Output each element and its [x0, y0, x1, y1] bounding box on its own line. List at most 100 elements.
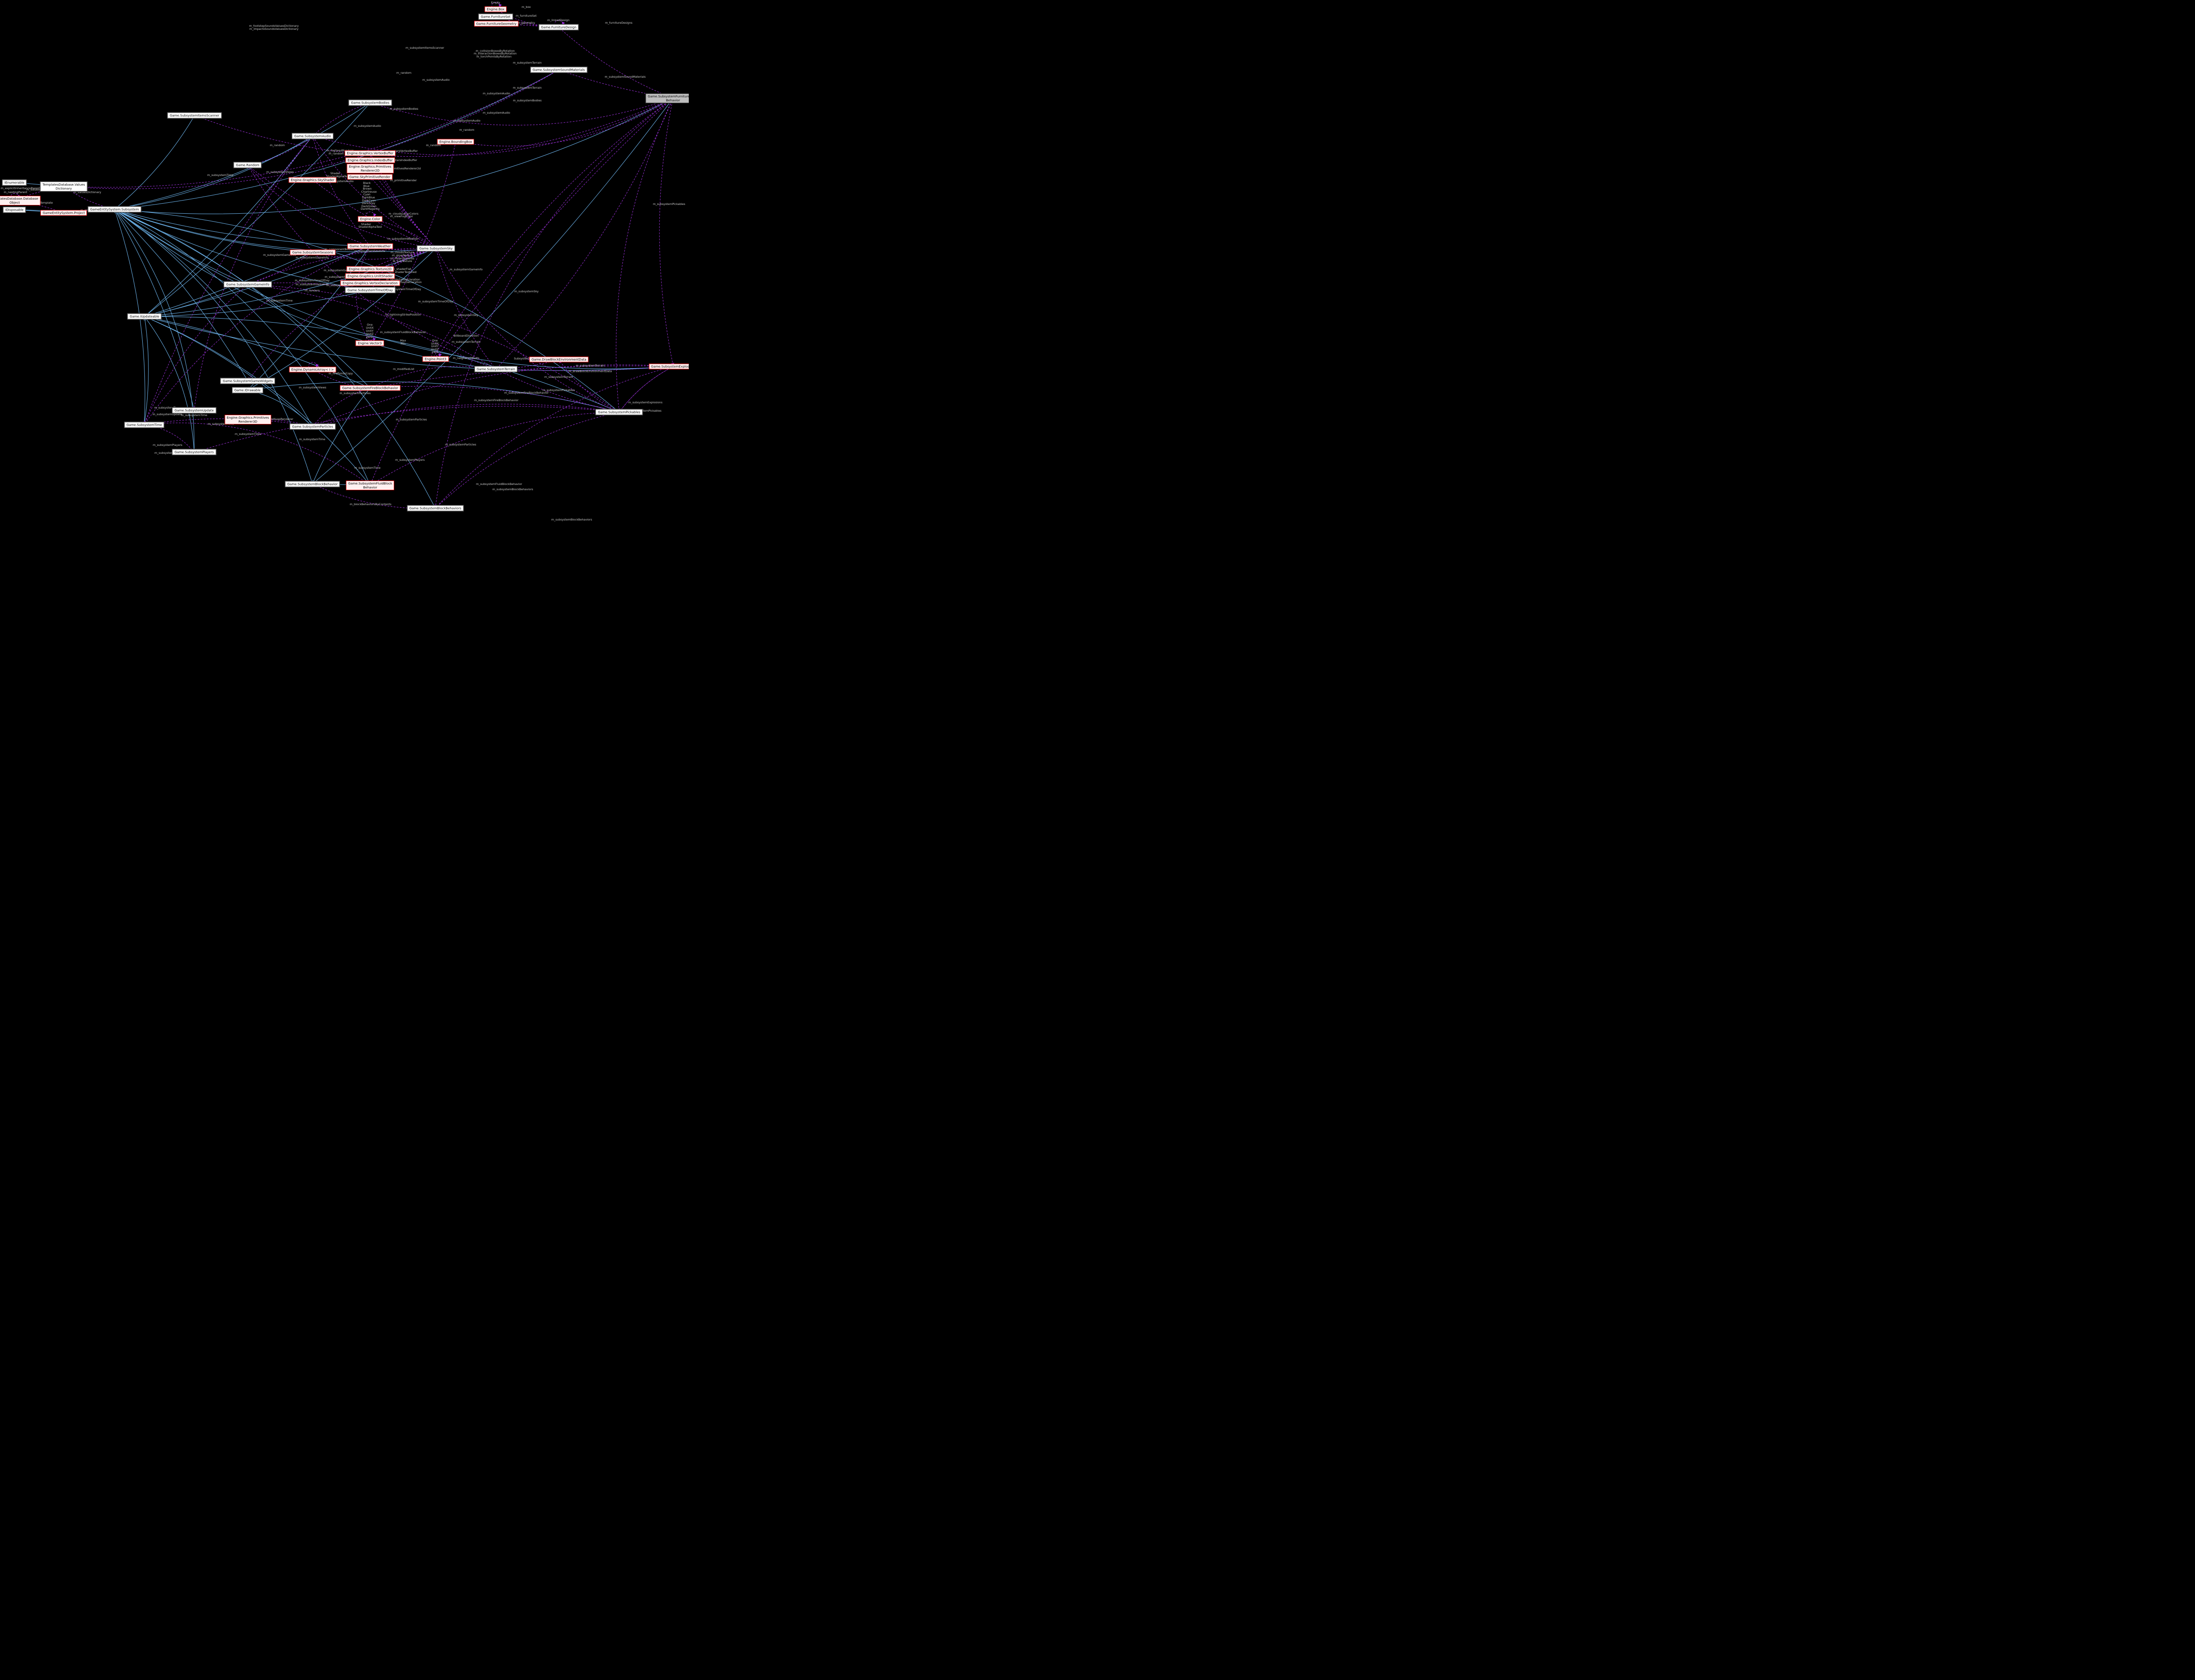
node-ienum[interactable]: IEnumerable — [2, 179, 27, 186]
node-color[interactable]: Engine.Color — [358, 216, 383, 222]
edge-audio-to-subsystem — [114, 136, 313, 211]
node-vec3[interactable]: Engine.Vector3 — [356, 340, 384, 346]
edge-label: m_subsystemPlayers — [395, 458, 425, 462]
node-blockbehs[interactable]: Game.SubsystemBlockBehaviors — [407, 505, 464, 512]
edge-sky-to-iupd — [144, 248, 436, 318]
edge-label: m_primitivesRenderer2d — [386, 167, 421, 171]
edge-label: m_glowTexture — [392, 253, 413, 257]
edge-label: m_subsystemBlockBehaviors — [551, 517, 592, 521]
node-time[interactable]: Game.SubsystemTime — [124, 421, 165, 428]
node-vbuf[interactable]: Engine.Graphics.VertexBuffer — [345, 150, 396, 156]
node-bodies[interactable]: Game.SubsystemBodies — [348, 99, 392, 106]
node-dynarr[interactable]: Engine.DynamicArray< I > — [289, 366, 336, 373]
edge-label: m_subsystemTime — [234, 432, 261, 436]
edge-weather-to-random — [247, 165, 371, 247]
node-skyprim[interactable]: Game.SkyPrimitiveRender — [347, 174, 393, 180]
edge-label: m_starsVertexBuffer — [389, 149, 418, 153]
node-label: TemplatesDatabase.Database — [0, 196, 39, 201]
edge-label: m_subsystemTime — [266, 298, 293, 302]
edge-label: ShaderAlphaTest — [358, 225, 382, 229]
edge-label: SubsystemTerrain — [514, 357, 539, 361]
edge-particles-to-iupd — [144, 316, 313, 427]
edge-label: Blue — [363, 184, 370, 188]
edge-label: m_collisionBoxesByRotation — [475, 49, 515, 53]
edge-sndmat-to-valdict — [64, 69, 559, 189]
edge-sky-to-random — [247, 165, 436, 249]
edge-label: m_subsystemSoundMaterials — [605, 75, 646, 79]
edge-furn-to-bodies — [370, 98, 673, 126]
node-point3[interactable]: Engine.Point3 — [422, 356, 449, 362]
edge-project-to-dbobj — [14, 199, 64, 213]
node-sndmat[interactable]: Game.SubsystemSoundMaterials — [530, 66, 588, 73]
node-idisp[interactable]: IDisposable — [3, 206, 26, 213]
edge-label: m_neighborOffsets — [453, 356, 480, 360]
node-box[interactable]: Engine.Box — [484, 6, 507, 12]
node-project[interactable]: GameEntitySystem.Project — [40, 210, 87, 216]
node-terrain[interactable]: Game.SubsystemTerrain — [474, 366, 518, 373]
node-label: Engine.Color — [360, 217, 381, 221]
edge-label: m_sunTexture — [392, 259, 412, 263]
edge-label: m_cloudsTexture — [390, 250, 414, 254]
node-players[interactable]: Game.SubsystemPlayers — [172, 449, 216, 456]
edge-pickables-to-players — [194, 406, 619, 453]
node-pickables[interactable]: Game.SubsystemPickables — [595, 409, 643, 416]
node-vdecl[interactable]: Engine.Graphics.VertexDeclaration — [340, 280, 400, 286]
node-label: Game.FurnitureGeometry — [476, 22, 517, 26]
node-random[interactable]: Game.Random — [233, 162, 262, 169]
node-label: Game.SubsystemFireBlockBehavior — [342, 386, 398, 390]
edge-pickables-to-terrain — [496, 369, 619, 413]
node-label: Game.SubsystemExplosions — [651, 364, 689, 369]
node-weather[interactable]: Game.SubsystemWeather — [347, 243, 393, 249]
node-iupd[interactable]: Game.IUpdateable — [127, 313, 162, 320]
node-audio[interactable]: Game.SubsystemAudio — [291, 133, 334, 140]
node-skyshader[interactable]: Engine.Graphics.SkyShader — [288, 177, 337, 183]
node-explosions[interactable]: Game.SubsystemExplosions — [648, 363, 689, 370]
node-ibuf[interactable]: Engine.Graphics.IndexBuffer — [345, 157, 395, 163]
edge-label: m_subsystemTerrain — [513, 61, 542, 65]
node-sky[interactable]: Game.SubsystemSky — [417, 245, 456, 252]
edge-sky-to-subsystem — [114, 209, 436, 252]
node-timeofday[interactable]: Game.SubsystemTimeOfDay — [345, 287, 396, 294]
node-update[interactable]: Game.SubsystemUpdate — [172, 407, 216, 414]
node-subsystem[interactable]: GameEntitySystem.Subsystem — [87, 206, 142, 213]
edge-vec3-to-vec3 — [365, 336, 376, 342]
node-fgeom[interactable]: Game.FurnitureGeometry — [474, 21, 519, 27]
edge-label: Zero — [366, 335, 373, 339]
node-gameinfo[interactable]: Game.SubsystemGameInfo — [223, 281, 272, 288]
node-label: Game.SubsystemSoundMaterials — [533, 68, 585, 72]
edge-bodies-to-audio — [312, 102, 371, 136]
node-dbed[interactable]: Game.DrawBlockEnvironmentData — [529, 356, 589, 363]
node-furn[interactable]: Game.SubsystemFurnitureBlockBehavior — [645, 93, 689, 104]
edge-furn-to-blockbehs — [434, 98, 673, 509]
node-bbox[interactable]: Engine.BoundingBox — [437, 139, 475, 145]
node-widgets[interactable]: Game.SubsystemGameWidgets — [220, 377, 276, 384]
edge-label: m_subsystemExplosions — [628, 401, 662, 405]
edge-label: Zero — [432, 350, 438, 354]
edge-label: m_subsystemTimeOfDay — [418, 299, 453, 303]
edge-furn-to-pickables — [615, 98, 673, 413]
node-label: Game.SubsystemFluidBlock — [348, 481, 392, 485]
edge-furn-to-terrain — [496, 98, 673, 370]
node-idraw[interactable]: Game.IDrawable — [231, 387, 263, 394]
edge-label: m_subsystemAudio — [422, 78, 450, 82]
node-seasons[interactable]: Game.SubsystemSeasons — [290, 249, 335, 255]
node-fire[interactable]: Game.SubsystemFireBlockBehavior — [340, 385, 400, 391]
node-fset[interactable]: Game.FurnitureSet — [478, 13, 513, 20]
node-unlit[interactable]: Engine.Graphics.UnlitShader — [345, 273, 395, 279]
node-label: Engine.DynamicArray< I > — [291, 367, 334, 372]
edge-label: Cyan — [363, 193, 371, 197]
edge-label: m_shaderFlat — [392, 267, 411, 271]
node-particles[interactable]: Game.SubsystemParticles — [289, 423, 336, 430]
node-tex2d[interactable]: Engine.Graphics.Texture2D — [346, 266, 394, 272]
node-scanner[interactable]: Game.SubsystemItemsScanner — [167, 112, 222, 119]
node-label: GameEntitySystem.Project — [43, 211, 85, 215]
edge-update-to-subsystem — [114, 209, 194, 411]
node-blockbeh[interactable]: Game.SubsystemBlockBehavior — [284, 481, 341, 488]
edge-label: UnitZ — [366, 332, 374, 336]
node-fdesign[interactable]: Game.FurnitureDesign — [538, 24, 579, 31]
